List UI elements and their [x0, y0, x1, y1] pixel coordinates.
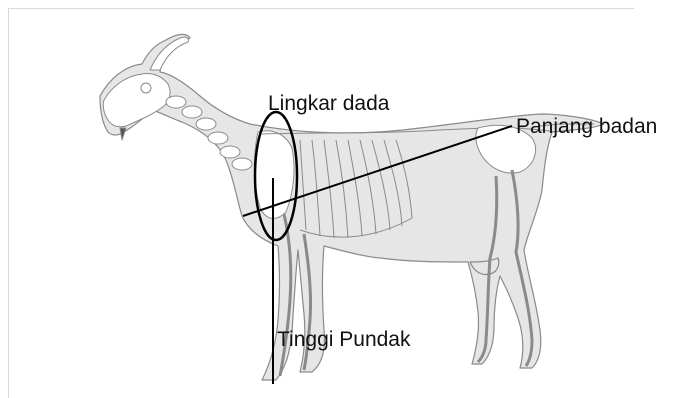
body-length-label: Panjang badan: [516, 116, 657, 137]
shoulder-height-label: Tinggi Pundak: [277, 329, 410, 350]
goat-beard: [120, 128, 126, 140]
goat-eye-socket: [141, 83, 151, 93]
chest-girth-label: Lingkar dada: [268, 93, 389, 114]
